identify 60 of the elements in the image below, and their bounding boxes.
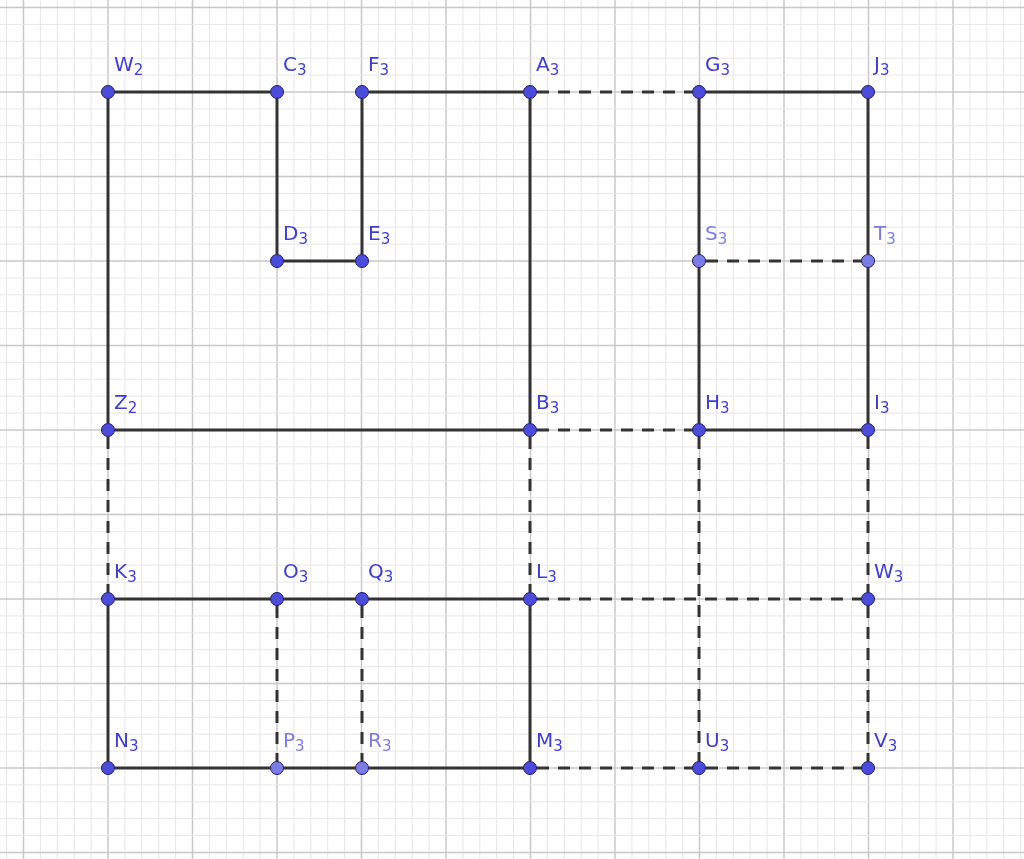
- point-label: Z$_{2}$: [114, 389, 138, 416]
- dashed-segment: [537, 90, 692, 94]
- dashed-segment: [697, 437, 701, 761]
- point-label: P$_{3}$: [283, 727, 305, 754]
- point-label: I$_{3}$: [874, 389, 890, 416]
- point-label: E$_{3}$: [368, 220, 391, 247]
- segment: [369, 597, 523, 601]
- dashed-segment: [360, 606, 364, 761]
- point-label: G$_{3}$: [705, 51, 731, 78]
- segment: [360, 99, 364, 254]
- segment: [697, 268, 701, 423]
- segment: [115, 766, 270, 770]
- dashed-segment: [537, 597, 861, 601]
- point-label: C$_{3}$: [283, 51, 307, 78]
- dashed-segment: [706, 259, 861, 263]
- point-label: H$_{3}$: [705, 389, 730, 416]
- point-label: W$_{2}$: [114, 51, 144, 78]
- point-label: V$_{3}$: [874, 727, 898, 754]
- segment: [528, 99, 532, 423]
- segment: [115, 90, 270, 94]
- dashed-segment: [866, 437, 870, 592]
- point-label: U$_{3}$: [705, 727, 730, 754]
- segment: [706, 428, 861, 432]
- point-label: R$_{3}$: [368, 727, 392, 754]
- point-label: D$_{3}$: [283, 220, 308, 247]
- segment: [284, 766, 355, 770]
- dashed-segment: [275, 606, 279, 761]
- dashed-segment: [706, 766, 861, 770]
- segment: [706, 90, 861, 94]
- point-label: B$_{3}$: [536, 389, 560, 416]
- segment: [528, 606, 532, 761]
- point-label: M$_{3}$: [536, 727, 563, 754]
- point-label: O$_{3}$: [283, 558, 309, 585]
- segment: [284, 597, 355, 601]
- point-label: L$_{3}$: [536, 558, 557, 585]
- segment: [697, 99, 701, 254]
- segment: [106, 606, 110, 761]
- point-label: K$_{3}$: [114, 558, 137, 585]
- segment: [369, 766, 523, 770]
- segment: [866, 268, 870, 423]
- point-label: N$_{3}$: [114, 727, 139, 754]
- segment: [115, 428, 523, 432]
- dashed-segment: [866, 606, 870, 761]
- point-label: S$_{3}$: [705, 220, 728, 247]
- segment: [284, 259, 355, 263]
- point-label: Q$_{3}$: [368, 558, 394, 585]
- segment: [115, 597, 270, 601]
- point-label: A$_{3}$: [536, 51, 560, 78]
- segment: [106, 99, 110, 423]
- point-label: W$_{3}$: [874, 558, 904, 585]
- dashed-segment: [537, 428, 692, 432]
- dashed-segment: [106, 437, 110, 592]
- dashed-segment: [537, 766, 692, 770]
- point-label: F$_{3}$: [368, 51, 390, 78]
- point-label: J$_{3}$: [874, 51, 890, 78]
- segment: [275, 99, 279, 254]
- dashed-segment: [528, 437, 532, 592]
- segment: [369, 90, 523, 94]
- point-label: T$_{3}$: [874, 220, 896, 247]
- segment: [866, 99, 870, 254]
